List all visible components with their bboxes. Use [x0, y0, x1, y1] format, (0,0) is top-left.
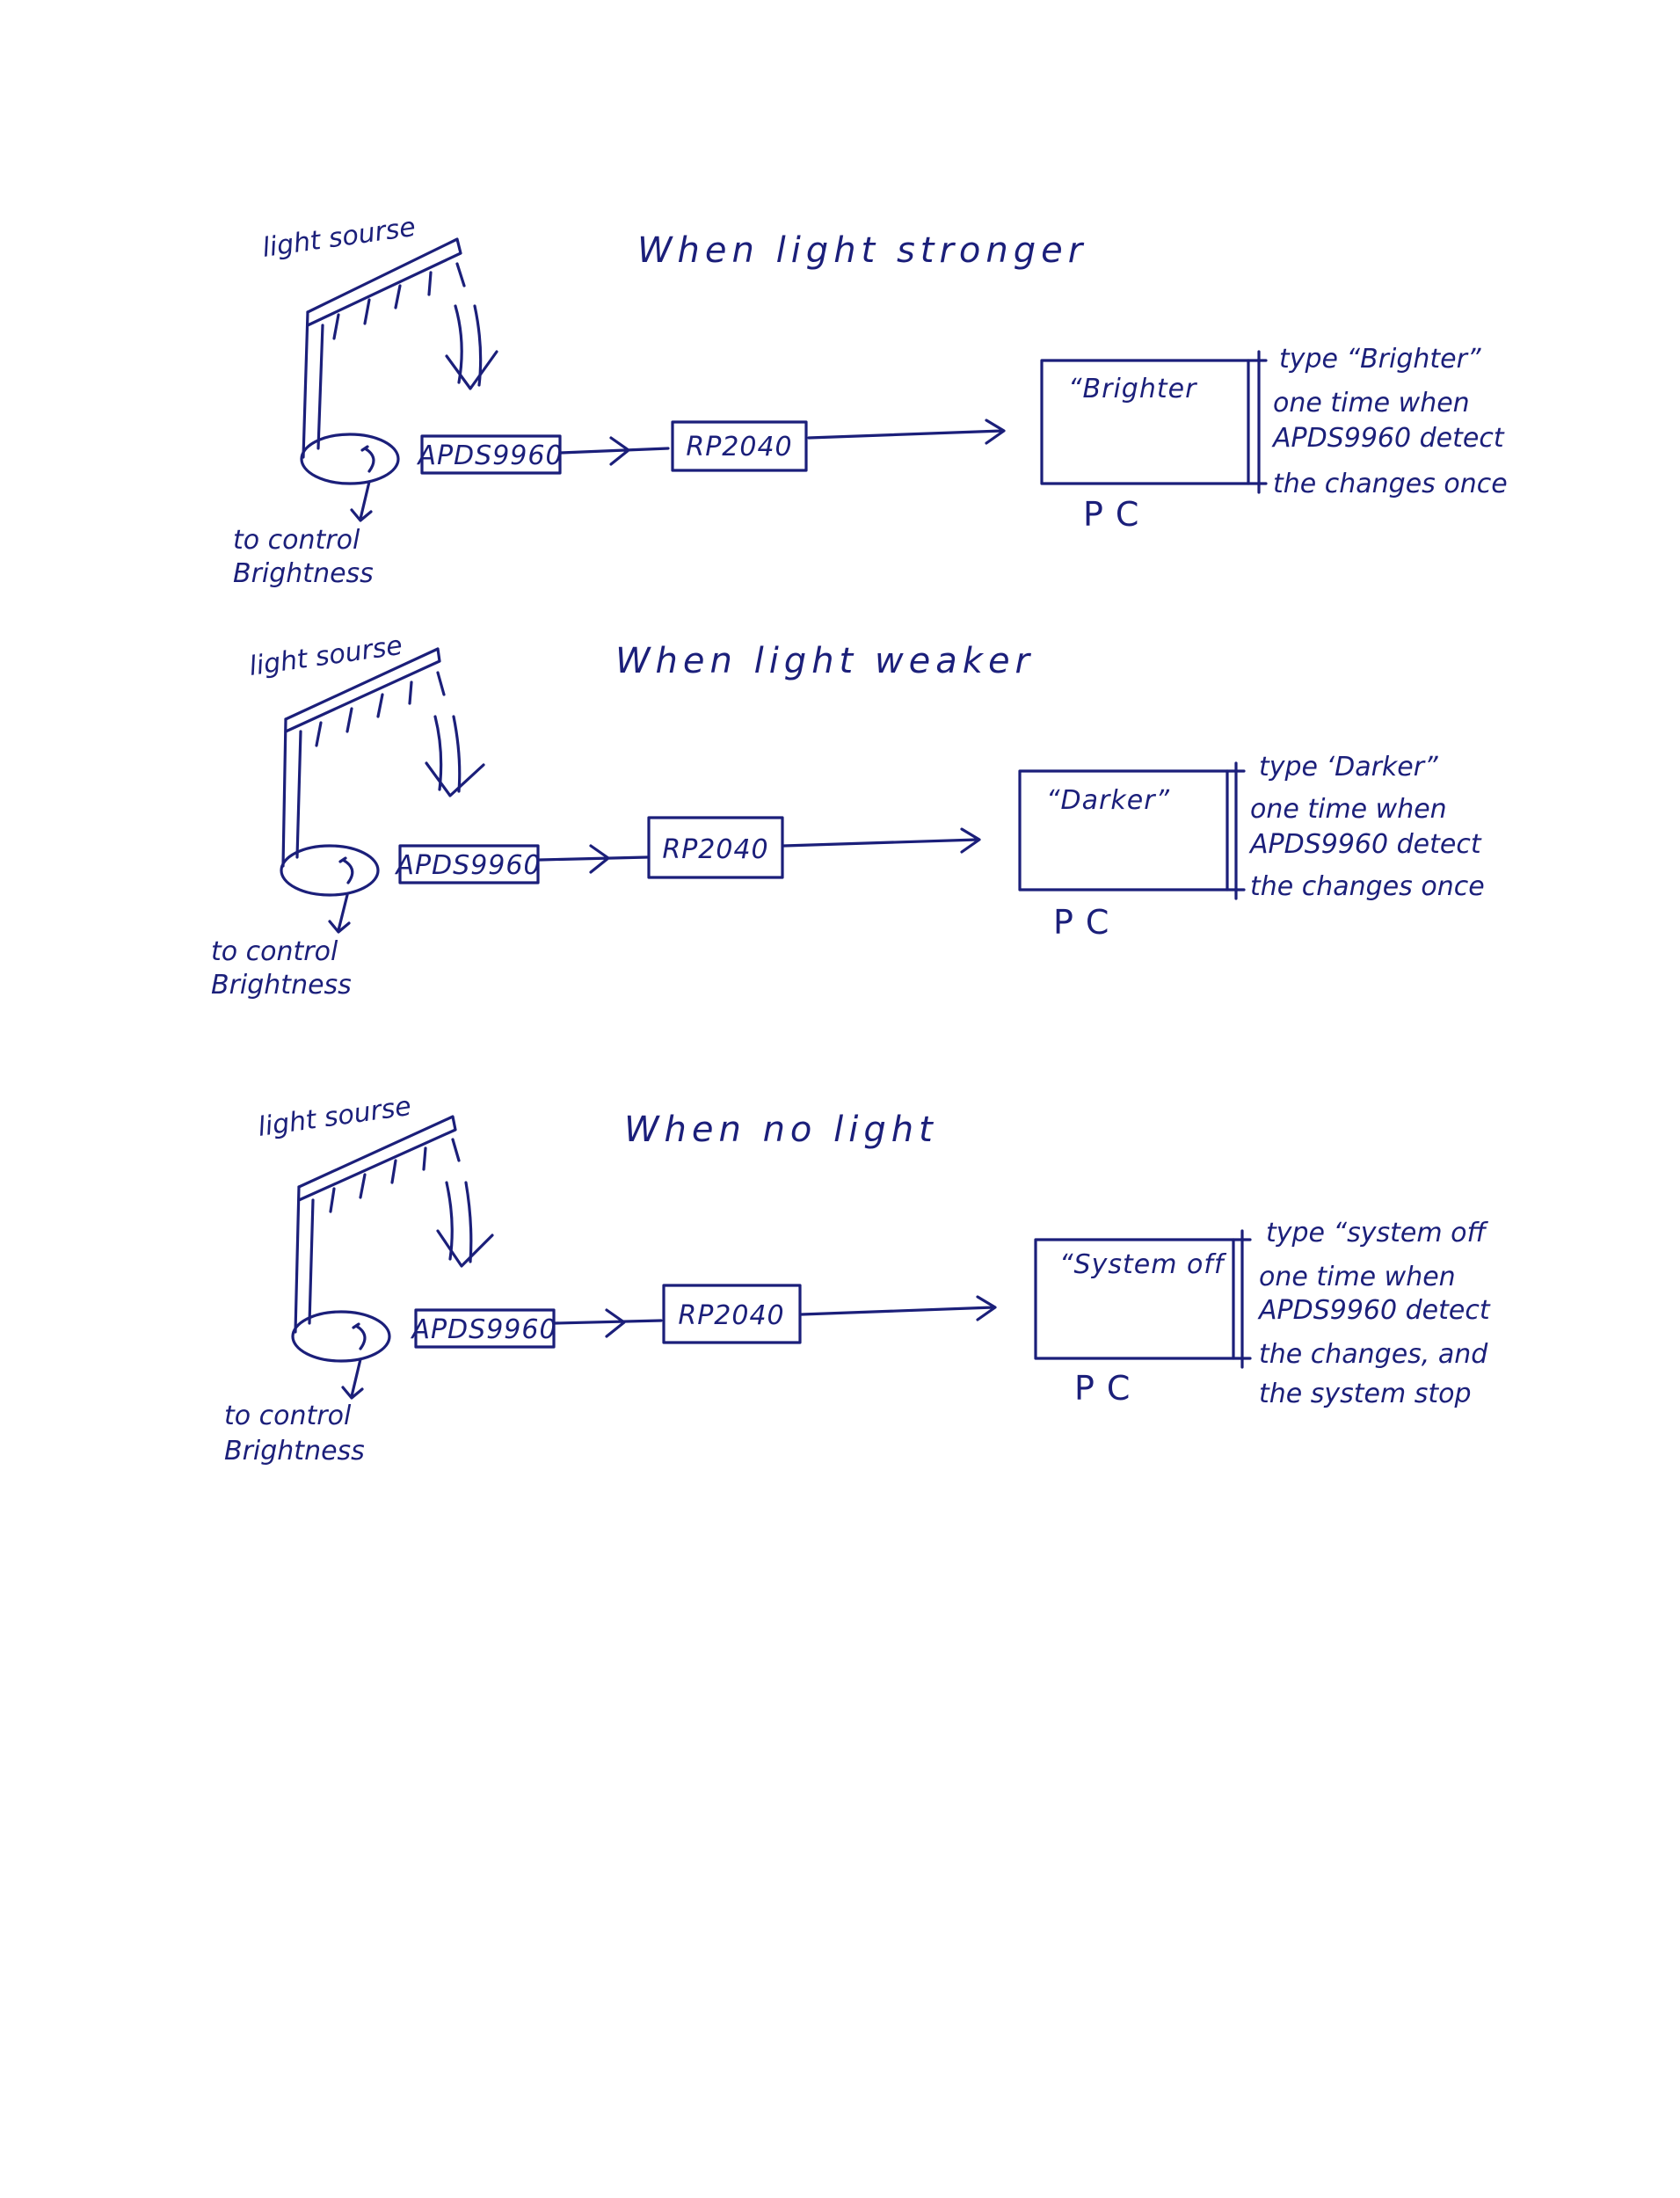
light-arrow-head: [425, 761, 485, 797]
light-arrow-head: [436, 1229, 494, 1268]
sensor-box: [420, 434, 562, 475]
knob-label-line2: Brightness: [233, 558, 374, 589]
knob-label-line2: Brightness: [224, 1436, 365, 1467]
light-source-label: light sourse: [260, 212, 418, 264]
lamp: light sourse to control Brightness: [224, 1091, 494, 1467]
light-source-label: light sourse: [256, 1091, 413, 1143]
sensor-label: APDS9960: [416, 440, 563, 471]
knob-label-line1: to control: [224, 1401, 352, 1431]
note-line2: one time when: [1273, 388, 1470, 418]
lamp-rays: [332, 262, 466, 340]
panel-title: When no light: [624, 1110, 938, 1150]
note-line2: one time when: [1259, 1262, 1456, 1292]
lamp-head: [297, 1115, 457, 1202]
knob-arrow: [341, 1357, 364, 1400]
note-line1: type “system off: [1266, 1218, 1488, 1248]
controller-box: [671, 420, 808, 472]
panel-light-weaker: When light weaker light sourse to contro…: [211, 630, 1485, 1001]
knob-rotation-icon: [352, 1322, 367, 1350]
pc-screen: [1034, 1238, 1235, 1360]
lamp-head: [306, 237, 462, 327]
panel-no-light: When no light light sourse to control Br…: [224, 1091, 1491, 1467]
light-arrow-head: [445, 350, 498, 390]
knob-rotation-icon: [360, 445, 375, 473]
pc-screen-text: “Darker”: [1046, 785, 1170, 816]
knob-label-line1: to control: [211, 936, 338, 967]
note-line3: APDS9960 detect: [1248, 829, 1482, 860]
pc-screen: [1018, 769, 1229, 892]
panel-title: When light weaker: [615, 641, 1035, 681]
dimmer-knob: [291, 1310, 391, 1363]
knob-label-line2: Brightness: [211, 970, 352, 1001]
panel-light-stronger: When light stronger light sourse to cont…: [233, 212, 1508, 589]
pc-label: PC: [1083, 495, 1151, 534]
knob-arrow: [328, 893, 351, 934]
note-bracket-ticks: [1247, 359, 1268, 485]
lamp: light sourse to control Brightness: [211, 630, 485, 1001]
sensor-to-controller-arrow: [554, 1308, 663, 1338]
pc-label: PC: [1053, 903, 1121, 942]
note-line1: type ‘Darker”: [1259, 752, 1438, 782]
sensor-box: [398, 844, 540, 884]
controller-to-pc-arrow: [800, 1295, 997, 1321]
lamp-rays: [315, 671, 446, 747]
note-line3: APDS9960 detect: [1271, 423, 1505, 454]
pc-screen: [1040, 359, 1250, 485]
pc-screen-text: “System off: [1059, 1249, 1227, 1280]
note-line4: the changes once: [1250, 871, 1485, 902]
pc-screen-text: “Brighter: [1068, 374, 1197, 404]
note-line3: APDS9960 detect: [1257, 1295, 1491, 1326]
lamp-pole: [281, 717, 302, 868]
lamp-pole: [302, 310, 324, 459]
knob-rotation-icon: [338, 856, 354, 884]
sensor-to-controller-arrow: [559, 436, 670, 466]
lamp-pole: [294, 1185, 315, 1334]
sensor-label: APDS9960: [394, 850, 541, 881]
lamp: light sourse to control Brightness: [233, 212, 498, 589]
pc-label: PC: [1074, 1369, 1142, 1408]
sensor-label: APDS9960: [410, 1314, 556, 1345]
knob-arrow: [350, 480, 373, 522]
note-line4: the changes once: [1273, 469, 1508, 499]
dimmer-knob: [280, 844, 380, 897]
panel-title: When light stronger: [637, 230, 1087, 271]
controller-label: RP2040: [678, 1300, 784, 1331]
note-line1: type “Brighter”: [1279, 344, 1481, 375]
controller-label: RP2040: [662, 834, 768, 865]
note-line4: the changes, and: [1259, 1339, 1488, 1370]
controller-box: [647, 816, 784, 879]
dimmer-knob: [300, 433, 400, 485]
controller-box: [662, 1284, 802, 1344]
lamp-rays: [329, 1138, 461, 1213]
note-line2: one time when: [1250, 794, 1447, 825]
controller-to-pc-arrow: [782, 827, 981, 854]
controller-label: RP2040: [686, 432, 792, 462]
knob-label-line1: to control: [233, 525, 360, 556]
note-line5: the system stop: [1259, 1379, 1472, 1409]
sensor-box: [414, 1308, 556, 1349]
sensor-to-controller-arrow: [538, 844, 649, 874]
lamp-head: [284, 647, 441, 733]
controller-to-pc-arrow: [807, 418, 1006, 445]
